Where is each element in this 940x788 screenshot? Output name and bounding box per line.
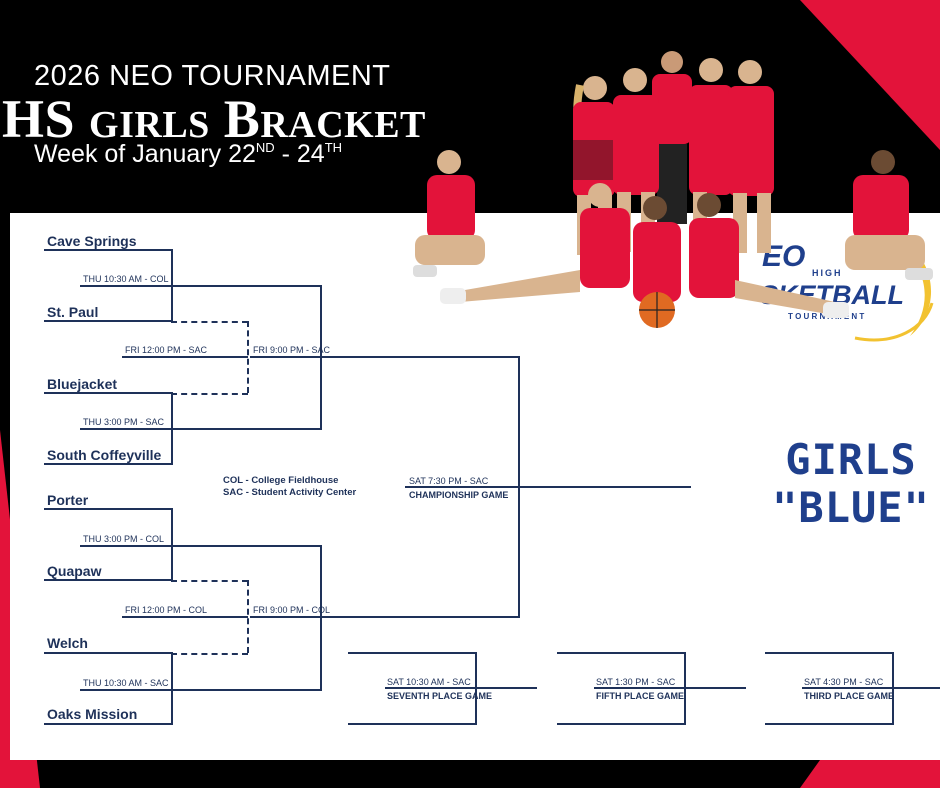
line-5th-top (557, 652, 685, 654)
player-seated-2 (633, 196, 681, 302)
line-semi-top-out (250, 356, 520, 358)
dash-quapaw-ext (171, 580, 248, 582)
slot-r1-top-a: THU 10:30 AM - COL (83, 274, 169, 284)
line-3rd-out (802, 687, 940, 689)
division-line1: GIRLS (785, 435, 917, 484)
division-line2: "BLUE" (772, 483, 930, 532)
logo-high: HIGH (812, 268, 843, 278)
slot-third-time: SAT 4:30 PM - SAC (804, 677, 884, 687)
slot-cons-top: FRI 12:00 PM - SAC (125, 345, 208, 355)
player-crouching-right (845, 150, 933, 280)
line-7th-top (348, 652, 476, 654)
player-standing-coach (652, 51, 692, 224)
dash-bluejacket-ext (171, 393, 248, 395)
line-7th-out (385, 687, 537, 689)
slot-r1-bot-a: THU 3:00 PM - COL (83, 534, 165, 544)
line-cave-springs (44, 249, 172, 251)
line-welch (44, 652, 172, 654)
team-cave-springs: Cave Springs (47, 233, 137, 249)
line-semi-bot-out (250, 616, 520, 618)
player-seated-3 (689, 193, 849, 318)
team-oaks-mission: Oaks Mission (47, 706, 138, 722)
team-porter: Porter (47, 492, 89, 508)
dash-welch-ext (171, 653, 248, 655)
line-oaks-mission (44, 723, 172, 725)
line-final-out (405, 486, 691, 488)
line-porter-vert (171, 508, 173, 581)
slot-fifth-time: SAT 1:30 PM - SAC (596, 677, 676, 687)
team-south-coffeyville: South Coffeyville (47, 447, 162, 463)
team-bluejacket: Bluejacket (47, 376, 118, 392)
team-photo (413, 51, 933, 328)
week-sup-th: TH (324, 140, 343, 155)
line-5th-out (594, 687, 746, 689)
slot-seventh-time: SAT 10:30 AM - SAC (387, 677, 471, 687)
line-r1c-out (80, 545, 322, 547)
line-porter (44, 508, 172, 510)
tournament-title: 2026 NEO TOURNAMENT (34, 60, 391, 92)
slot-cons-bot: FRI 12:00 PM - COL (125, 605, 208, 615)
division-label: GIRLS "BLUE" (762, 436, 940, 532)
championship-label: CHAMPIONSHIP GAME (409, 490, 509, 500)
team-welch: Welch (47, 635, 88, 651)
player-seated-1 (440, 183, 630, 304)
slot-semi-top: FRI 9:00 PM - SAC (253, 345, 331, 355)
week-prefix: Week of January 22 (34, 140, 256, 168)
line-semi-bot-vert (320, 545, 322, 691)
venue-legend: COL - College Fieldhouse SAC - Student A… (223, 475, 356, 499)
fifth-place-label: FIFTH PLACE GAME (596, 691, 684, 701)
line-5th-bot (557, 723, 685, 725)
slot-semi-bot: FRI 9:00 PM - COL (253, 605, 331, 615)
line-3rd-top (765, 652, 893, 654)
line-r1b-out (80, 428, 322, 430)
line-south-coffeyville (44, 463, 172, 465)
week-dates: Week of January 22ND - 24TH (34, 140, 342, 169)
line-bluejacket (44, 392, 172, 394)
player-crouching-left (413, 150, 485, 277)
bracket-title: HS girls Bracket (2, 89, 426, 149)
legend-col: COL - College Fieldhouse (223, 475, 339, 486)
third-place-label: THIRD PLACE GAME (804, 691, 894, 701)
line-cons-bot (122, 616, 248, 618)
line-r1a-out (80, 285, 322, 287)
line-quapaw (44, 579, 172, 581)
slot-r1-bot-b: THU 10:30 AM - SAC (83, 678, 169, 688)
basketball-icon (639, 292, 675, 328)
line-r1d-out (80, 689, 322, 691)
dash-stpaul-ext (171, 321, 248, 323)
team-quapaw: Quapaw (47, 563, 102, 579)
dash-cons-bot-vert (247, 580, 249, 653)
dash-cons-top-vert (247, 321, 249, 393)
line-3rd-bot (765, 723, 893, 725)
line-st-paul (44, 320, 172, 322)
slot-championship-time: SAT 7:30 PM - SAC (409, 476, 489, 486)
slot-r1-top-b: THU 3:00 PM - SAC (83, 417, 165, 427)
legend-sac: SAC - Student Activity Center (223, 487, 357, 498)
seventh-place-label: SEVENTH PLACE GAME (387, 691, 493, 701)
team-st-paul: St. Paul (47, 304, 99, 320)
line-cons-top (122, 356, 248, 358)
week-mid: - 24 (274, 140, 325, 168)
week-sup-nd: ND (255, 140, 275, 155)
line-7th-bot (348, 723, 476, 725)
line-welch-vert (171, 652, 173, 725)
